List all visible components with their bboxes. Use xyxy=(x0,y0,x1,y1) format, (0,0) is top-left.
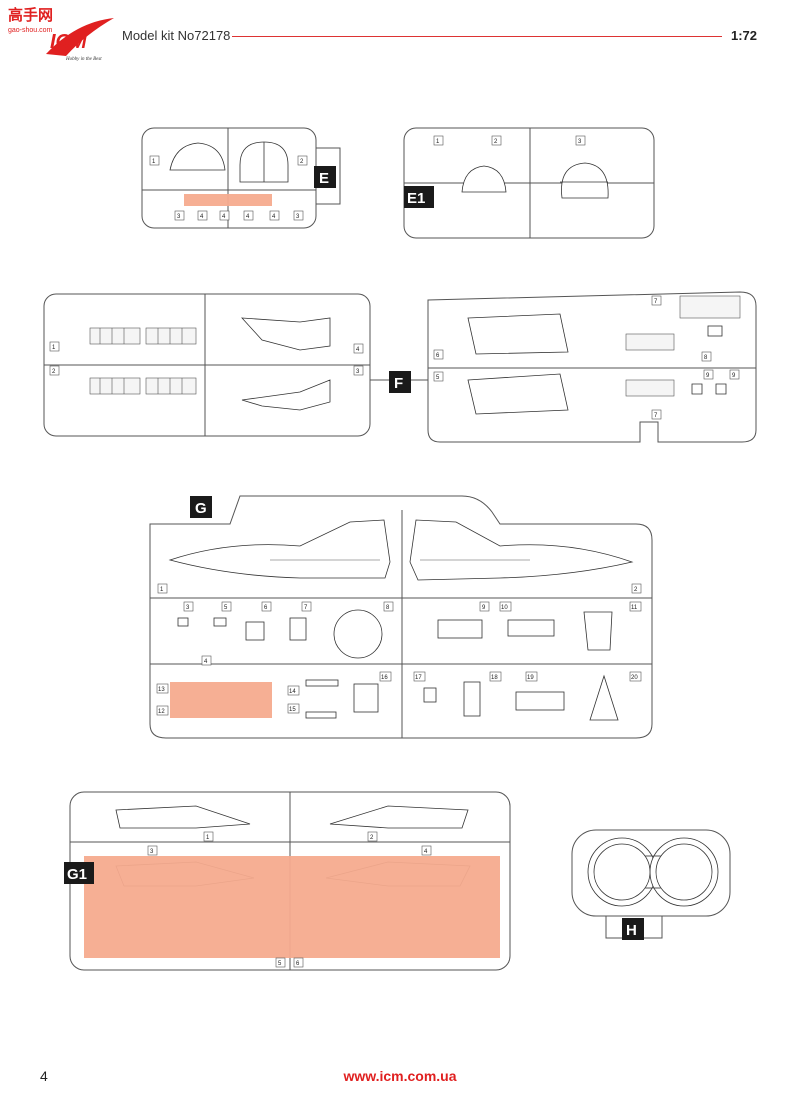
page-number: 4 xyxy=(40,1068,48,1084)
part-number: 4 xyxy=(272,214,276,220)
canopy-part xyxy=(561,162,609,199)
part-number: 4 xyxy=(356,347,360,353)
part-number: 3 xyxy=(186,605,190,611)
part-number: 3 xyxy=(150,849,154,855)
part-number: 8 xyxy=(386,605,390,611)
part-number: 18 xyxy=(491,675,498,681)
part-number: 20 xyxy=(631,675,638,681)
seat-parts-lower xyxy=(89,377,197,395)
logo-watermark-url: gao-shou.com xyxy=(8,27,53,34)
page-title: Model kit No72178 xyxy=(122,28,231,43)
masked-area xyxy=(84,856,500,958)
part-number: 3 xyxy=(177,214,181,220)
part-number: 9 xyxy=(706,373,710,379)
part-number: 11 xyxy=(631,605,638,611)
part-number: 1 xyxy=(152,159,156,165)
part-number: 3 xyxy=(578,139,582,145)
sprue-h: H xyxy=(571,829,731,940)
fuselage-panel-upper xyxy=(467,313,569,355)
part-number: 7 xyxy=(654,299,658,305)
seat-parts-upper xyxy=(89,327,197,345)
part-number: 13 xyxy=(158,687,165,693)
sprue-label-e-text: E xyxy=(319,170,329,187)
sprue-label-f xyxy=(389,371,411,393)
part-number: 2 xyxy=(370,835,374,841)
part-number: 3 xyxy=(356,369,360,375)
part-number: 16 xyxy=(381,675,388,681)
part-number: 4 xyxy=(424,849,428,855)
part-number: 5 xyxy=(224,605,228,611)
sprue-label-g1 xyxy=(64,862,94,884)
part-number: 2 xyxy=(494,139,498,145)
sprue-label-e1-text: E1 xyxy=(407,190,425,207)
part-number: 1 xyxy=(436,139,440,145)
part-number: 8 xyxy=(704,355,708,361)
part-number: 4 xyxy=(246,214,250,220)
part-number: 5 xyxy=(278,961,282,967)
part-number: 6 xyxy=(436,353,440,359)
fuselage-half-right xyxy=(409,519,634,581)
sprue-label-h-text: H xyxy=(626,922,637,939)
small-parts-row1 xyxy=(177,609,613,659)
logo-brand: ICM xyxy=(50,31,88,53)
wing-part-lower xyxy=(241,379,331,411)
part-number: 4 xyxy=(204,659,208,665)
part-number: 2 xyxy=(634,587,638,593)
small-part xyxy=(707,325,723,337)
part-number: 9 xyxy=(482,605,486,611)
sprue-label-g xyxy=(190,496,212,518)
part-number: 2 xyxy=(300,159,304,165)
masked-area xyxy=(170,682,272,718)
sprue-g1: 1 2 3 4 5 6 G1 xyxy=(64,791,511,971)
sprue-e1: 1 2 3 E1 xyxy=(403,127,655,239)
part-number: 6 xyxy=(296,961,300,967)
fuselage-half-left xyxy=(168,519,391,579)
part-number: 4 xyxy=(222,214,226,220)
scale-label: 1:72 xyxy=(731,28,758,43)
sprue-label-f-text: F xyxy=(394,375,403,392)
part-number: 17 xyxy=(415,675,422,681)
part-number: 1 xyxy=(160,587,164,593)
sprue-label-h xyxy=(622,918,644,940)
part-number: 14 xyxy=(289,689,296,695)
header-rule xyxy=(232,36,722,37)
logo-swoosh-icon xyxy=(46,18,114,56)
part-number: 19 xyxy=(527,675,534,681)
sprue-label-e1 xyxy=(404,186,434,208)
wing-part xyxy=(115,805,251,829)
sprue-g: 1 2 3 4 5 6 7 8 9 10 11 12 13 14 15 16 1… xyxy=(149,495,653,739)
sprue-label-e xyxy=(314,166,336,188)
canopy-part xyxy=(461,165,507,193)
part-number: 5 xyxy=(436,375,440,381)
part-number: 12 xyxy=(158,709,165,715)
part-number: 10 xyxy=(501,605,508,611)
sprue-label-g-text: G xyxy=(195,500,207,517)
website-link[interactable]: www.icm.com.ua xyxy=(343,1068,457,1084)
logo-watermark-text: 高手网 xyxy=(8,6,53,24)
small-parts-row2 xyxy=(170,674,619,721)
sprue-e-bottom-tabs: 3 4 4 4 4 3 xyxy=(174,210,304,221)
part-number: 2 xyxy=(52,369,56,375)
part-number: 4 xyxy=(200,214,204,220)
wing-part-upper xyxy=(241,317,331,351)
sprue-e: 1 2 3 4 4 4 4 3 E xyxy=(141,127,341,229)
part-number: 6 xyxy=(264,605,268,611)
icm-logo: 高手网 gao-shou.com ICM Hobby in the Best xyxy=(6,4,116,62)
part-number: 1 xyxy=(52,345,56,351)
masked-area xyxy=(184,194,272,206)
part-number: 3 xyxy=(296,214,300,220)
fuselage-panel-lower xyxy=(467,373,569,415)
sprue-f: 1 2 4 3 6 5 7 7 8 9 9 F xyxy=(43,291,757,443)
part-number: 1 xyxy=(206,835,210,841)
canopy-part xyxy=(169,142,226,171)
part-number: 7 xyxy=(304,605,308,611)
part-number: 15 xyxy=(289,707,296,713)
logo-tagline: Hobby in the Best xyxy=(65,57,102,62)
sprue-label-g1-text: G1 xyxy=(67,866,87,883)
part-number: 9 xyxy=(732,373,736,379)
part-number: 7 xyxy=(654,413,658,419)
wing-part xyxy=(329,805,469,829)
